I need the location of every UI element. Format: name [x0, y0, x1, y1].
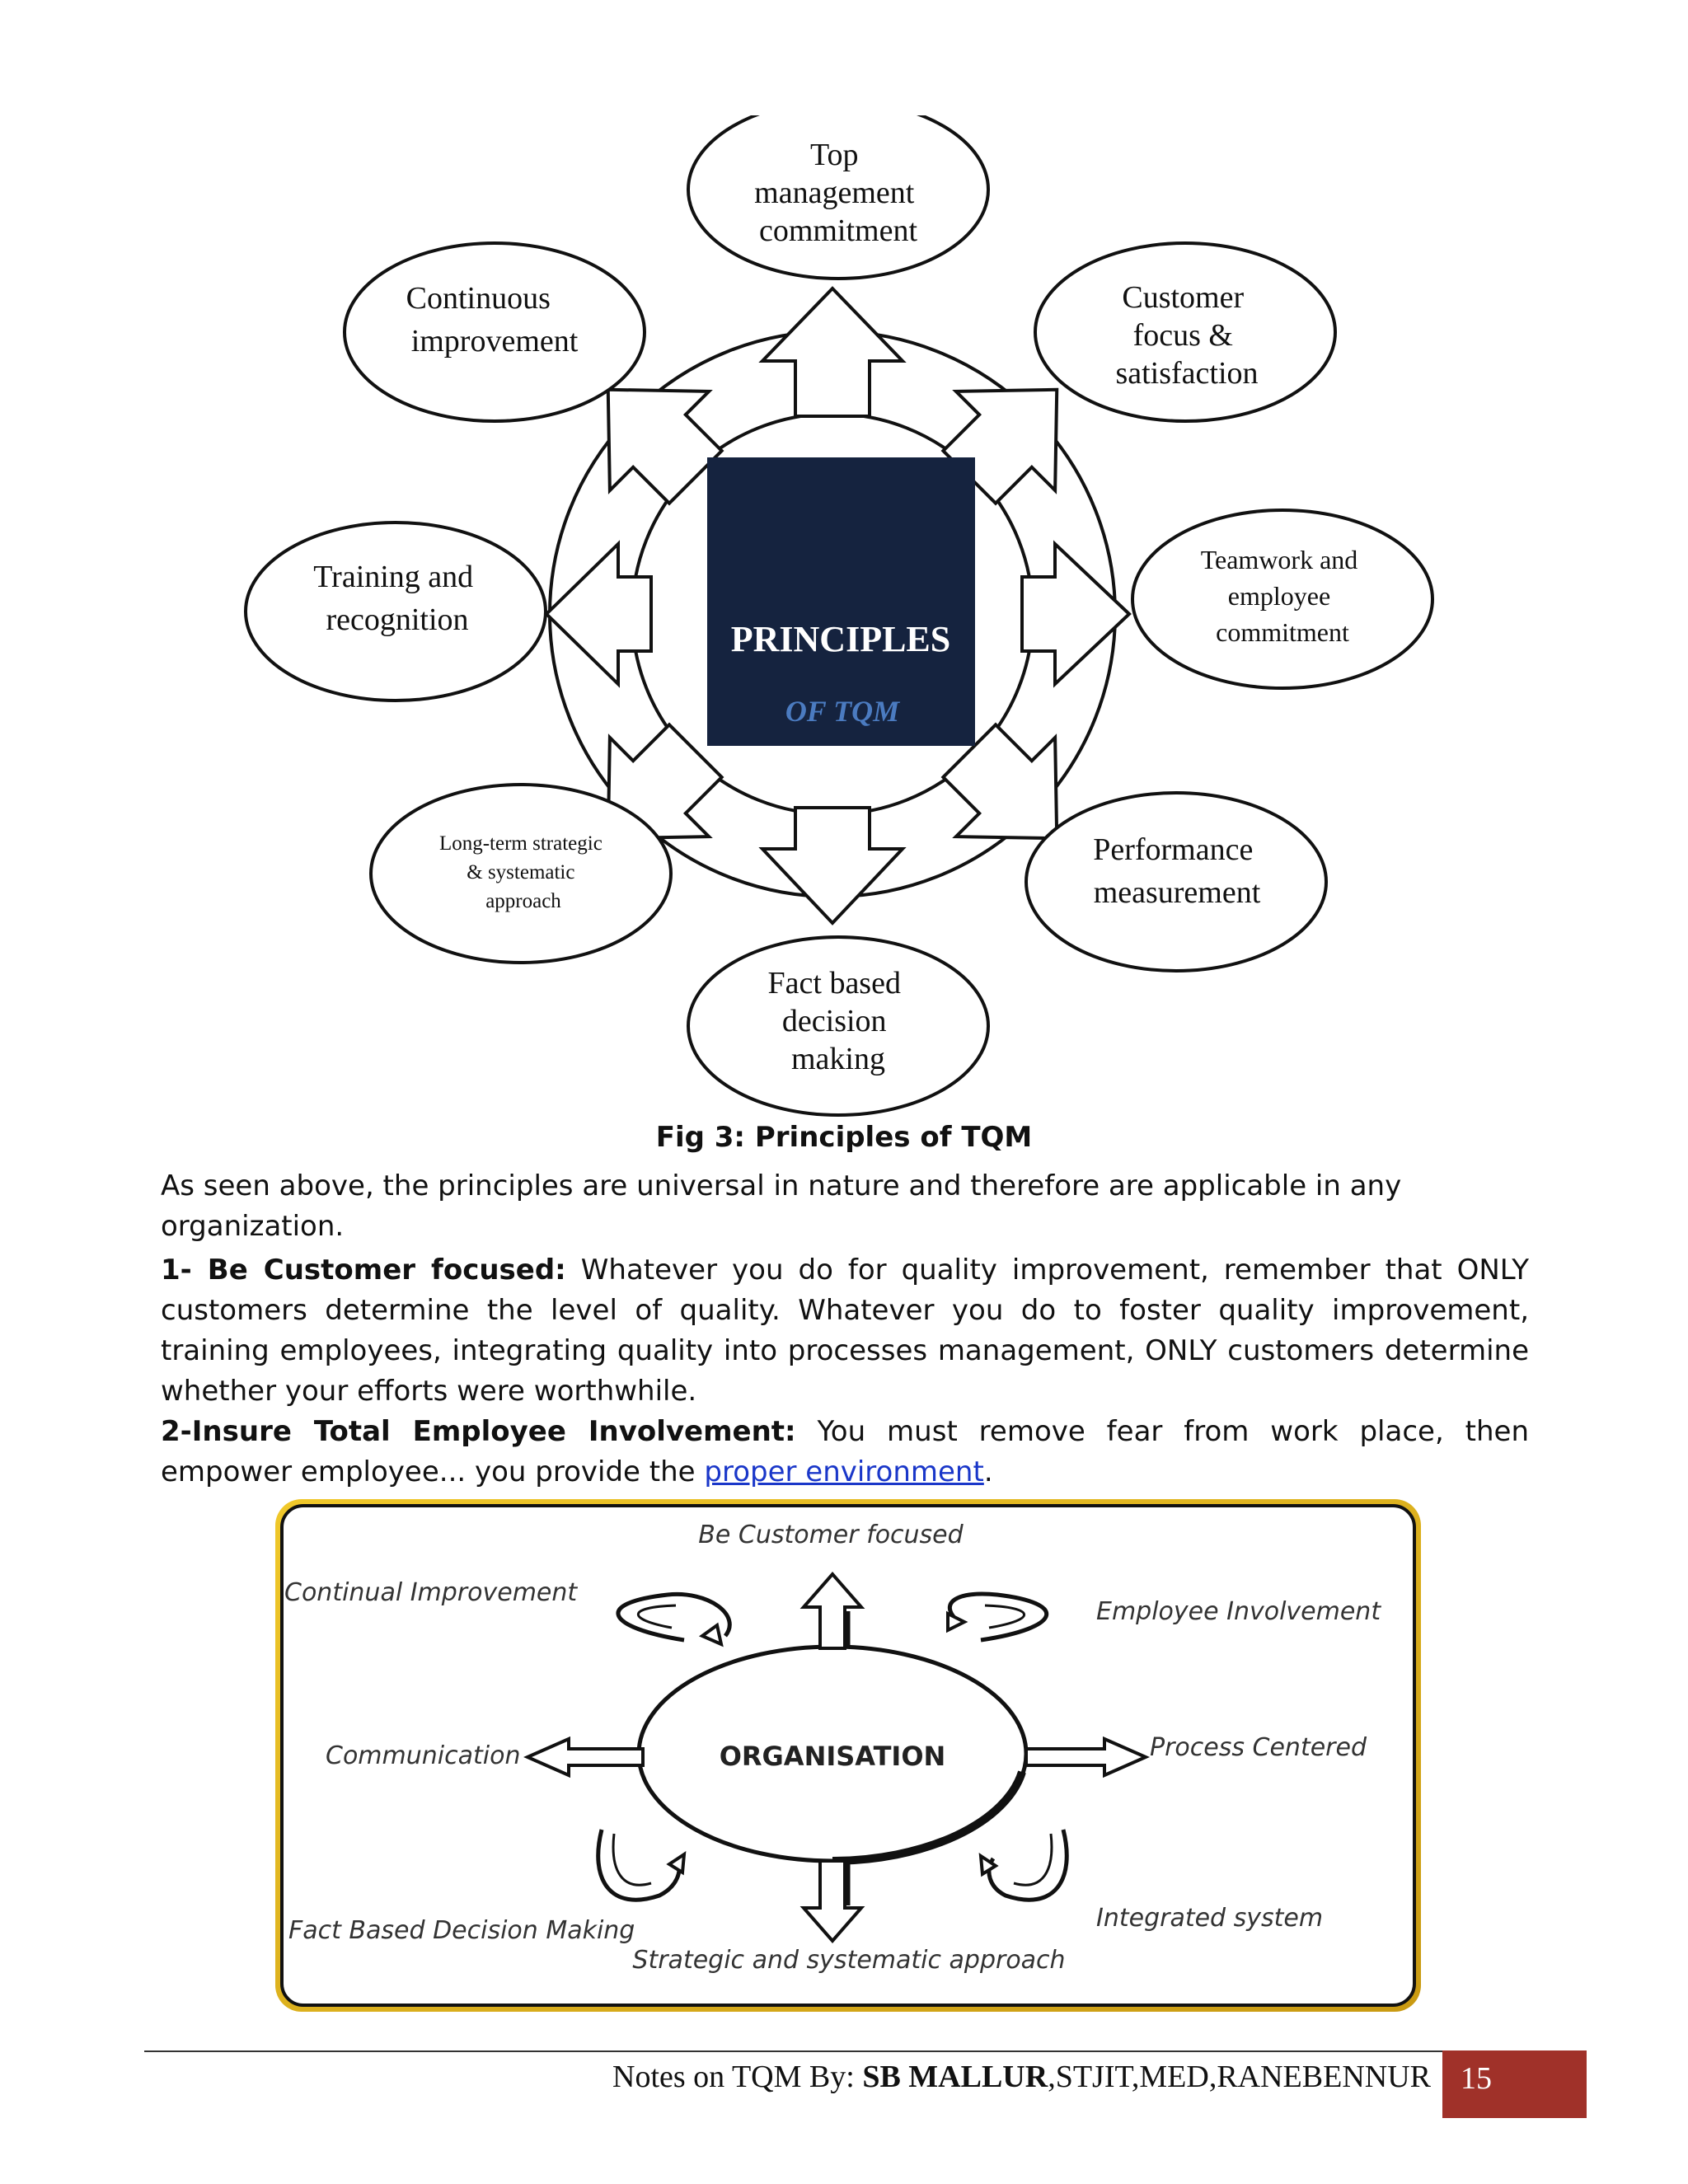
node-fact-ellipse: [687, 935, 990, 1117]
swirl-top-left-inner: [636, 1604, 677, 1629]
footer-rule: [144, 2050, 1442, 2052]
label-employee-involvement: Employee Involvement: [1096, 1597, 1381, 1626]
org-arrow-up: [799, 1571, 865, 1650]
node-longterm-ellipse: [369, 783, 673, 964]
swirl-top-right-head: [946, 1610, 968, 1633]
node-training-label: Training and recognition: [313, 560, 481, 637]
node-top-ellipse: [687, 115, 990, 280]
label-fact-based-decision: Fact Based Decision Making: [288, 1916, 635, 1945]
node-performance-label: Performance measurement: [1093, 832, 1261, 910]
org-arrow-left: [523, 1736, 645, 1779]
footer-author: SB MALLUR: [862, 2060, 1048, 2094]
label-integrated-system: Integrated system: [1096, 1904, 1323, 1933]
paragraph-employee-involvement: 2-Insure Total Employee Involvement: You…: [161, 1412, 1529, 1493]
swirl-bottom-right: [987, 1829, 1069, 1902]
swirl-bottom-left-head: [666, 1851, 687, 1876]
footer-text: Notes on TQM By: SB MALLUR,STJIT,MED,RAN…: [612, 2059, 1431, 2095]
label-process-centered: Process Centered: [1150, 1733, 1367, 1762]
text-employee-involvement: You must remove fear from work place, th…: [161, 1415, 1530, 1488]
swirl-top-left-head: [698, 1622, 724, 1647]
arrow-up: [758, 286, 907, 418]
arrow-down-right: [940, 722, 1059, 841]
arrow-right: [1020, 540, 1132, 688]
swirl-top-left: [616, 1591, 732, 1643]
label-customer-focused: Be Customer focused: [698, 1521, 964, 1549]
footer-prefix: Notes on TQM By:: [612, 2060, 863, 2094]
arrow-down: [758, 806, 907, 926]
org-arrow-down: [799, 1859, 865, 1944]
center-subtitle: OF TQM: [785, 695, 901, 728]
swirl-bottom-left-inner: [612, 1833, 652, 1886]
label-strategic-approach: Strategic and systematic approach: [632, 1946, 1065, 1975]
node-customer-label: Customer focus & satisfaction: [1115, 280, 1258, 391]
heading-customer-focus: 1- Be Customer focused:: [161, 1254, 566, 1286]
label-communication: Communication: [326, 1741, 520, 1770]
arrow-up-left: [606, 387, 724, 506]
arrow-left: [544, 540, 653, 688]
swirl-bottom-left: [596, 1829, 682, 1902]
node-continuous-ellipse: [343, 241, 646, 423]
page-number-box: 15: [1442, 2050, 1587, 2118]
page-number: 15: [1461, 2061, 1492, 2096]
arrow-down-left: [606, 722, 724, 841]
node-performance-ellipse: [1025, 791, 1328, 972]
body-text: As seen above, the principles are univer…: [161, 1166, 1529, 1493]
paragraph-customer-focus: 1- Be Customer focused: Whatever you do …: [161, 1250, 1529, 1412]
node-customer-ellipse: [1034, 241, 1337, 423]
center-title: PRINCIPLES: [731, 619, 951, 659]
node-teamwork-label: Teamwork and employee commitment: [1201, 545, 1365, 647]
intro-paragraph: As seen above, the principles are univer…: [161, 1169, 1402, 1243]
swirl-bottom-right-head: [978, 1853, 999, 1877]
node-training-ellipse: [244, 521, 547, 702]
footer-suffix: ,STJIT,MED,RANEBENNUR: [1048, 2060, 1431, 2094]
swirl-top-right-inner: [984, 1604, 1025, 1629]
node-fact-label: Fact based decision making: [768, 966, 909, 1076]
node-continuous-label: Continuous improvement: [406, 281, 579, 359]
center-box: [707, 457, 975, 746]
proper-environment-link[interactable]: proper environment: [704, 1455, 984, 1488]
org-arrow-right: [1025, 1736, 1150, 1779]
swirl-bottom-right-inner: [1013, 1833, 1053, 1886]
node-top-label: Top management commitment: [754, 138, 922, 248]
node-teamwork-ellipse: [1131, 509, 1434, 690]
ellipse-shadow: [832, 1770, 1026, 1865]
node-longterm-label: Long-term strategic & systematic approac…: [439, 832, 607, 912]
text-customer-focus: Whatever you do for quality improvement,…: [161, 1254, 1530, 1408]
heading-employee-involvement: 2-Insure Total Employee Involvement:: [161, 1415, 796, 1448]
organisation-label: ORGANISATION: [720, 1741, 946, 1772]
swirl-top-right: [947, 1591, 1049, 1643]
label-continual-improvement: Continual Improvement: [284, 1578, 578, 1607]
principles-of-tqm-diagram: PRINCIPLES OF TQM Top management commitm…: [244, 115, 1434, 1117]
figure-caption: Fig 3: Principles of TQM: [655, 1121, 1033, 1154]
organisation-diagram: ORGANISATION Be Customer focused Continu…: [275, 1499, 1421, 2012]
text-period: .: [983, 1455, 993, 1488]
